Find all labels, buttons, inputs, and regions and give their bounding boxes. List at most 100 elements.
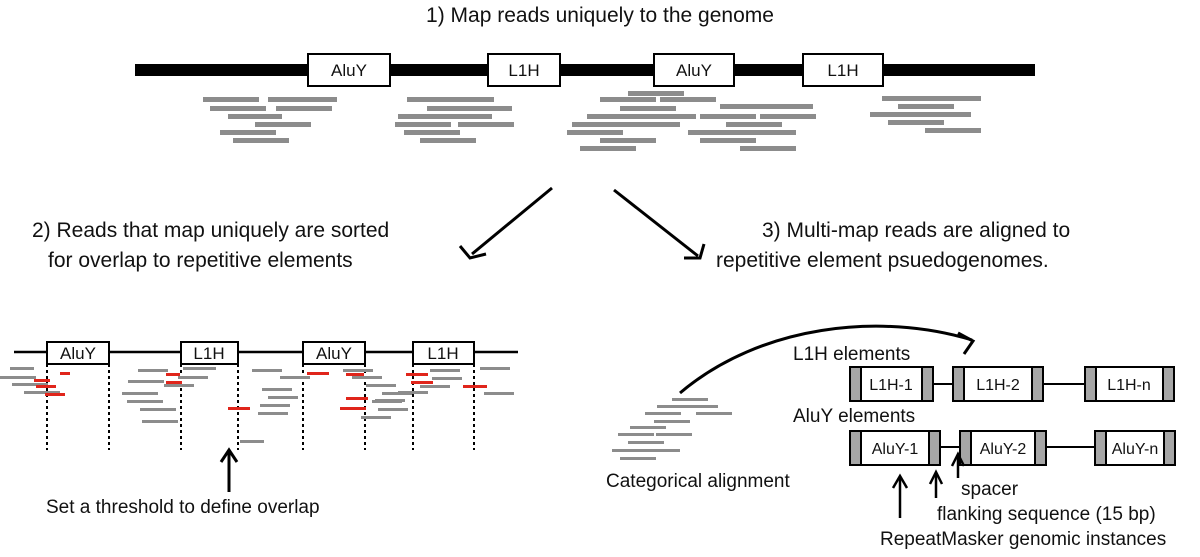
l1h-instance-n-label: L1H-n: [1107, 377, 1151, 394]
overlap-element-4: L1H: [412, 341, 475, 365]
step2-title-line2: for overlap to repetitive elements: [48, 249, 353, 272]
read-bar: [395, 122, 451, 127]
read-bar: [700, 114, 756, 119]
overlap-read-bar: [346, 373, 364, 376]
flanking-arrow-head: [928, 469, 944, 485]
multi-map-reads-group: [612, 398, 732, 460]
read-bar: [624, 122, 680, 127]
read-bar: [654, 420, 690, 423]
repeatmasker-arrow-head: [891, 473, 909, 489]
read-bar: [882, 96, 938, 101]
read-bar: [600, 138, 656, 143]
read-bar: [164, 384, 194, 387]
read-bar: [252, 369, 282, 372]
flanking-label: flanking sequence (15 bp): [937, 504, 1156, 525]
read-bar: [122, 392, 158, 395]
threshold-label: Set a threshold to define overlap: [46, 497, 320, 518]
read-bar: [740, 130, 796, 135]
read-bar: [682, 405, 718, 408]
read-bar: [420, 138, 476, 143]
read-bar: [618, 433, 654, 436]
genome-element-4-label: L1H: [827, 61, 858, 80]
arrow-to-step3: [613, 188, 699, 258]
read-bar: [128, 380, 164, 383]
genome-element-3-label: AluY: [676, 61, 712, 80]
arrow-to-step2: [471, 186, 553, 256]
read-bar: [203, 97, 259, 102]
read-bar: [888, 120, 944, 125]
read-bar: [258, 412, 288, 415]
read-bar: [660, 97, 716, 102]
read-bar: [572, 122, 628, 127]
read-bar: [420, 385, 450, 388]
genome-element-4: L1H: [802, 53, 884, 87]
read-bar: [276, 106, 332, 111]
read-bar: [255, 122, 311, 127]
read-bar: [427, 106, 483, 111]
read-bar: [600, 97, 656, 102]
read-bar: [688, 130, 744, 135]
genome-element-3: AluY: [653, 53, 735, 87]
read-bar: [138, 369, 168, 372]
read-bar: [398, 391, 428, 394]
spacer-label: spacer: [961, 479, 1019, 500]
read-bar: [352, 376, 382, 379]
read-bar: [644, 449, 680, 452]
read-bar: [870, 112, 926, 117]
read-bar: [127, 400, 163, 403]
aluy-header: AluY elements: [793, 406, 915, 427]
overlap-read-bar: [406, 373, 428, 376]
read-bar: [925, 128, 981, 133]
read-bar: [580, 146, 636, 151]
read-bar: [210, 106, 266, 111]
read-bar: [268, 396, 298, 399]
repeatmasker-label: RepeatMasker genomic instances: [880, 529, 1166, 550]
genome-line: [135, 64, 1035, 76]
read-bar: [672, 398, 708, 401]
read-bar: [620, 106, 676, 111]
l1h-instance-n: L1H-n: [1084, 366, 1175, 402]
read-bar: [178, 376, 208, 379]
genome-element-2: L1H: [487, 53, 561, 87]
step1-title: 1) Map reads uniquely to the genome: [426, 4, 774, 27]
read-bar: [142, 420, 178, 423]
overlap-read-bar: [60, 372, 70, 375]
read-bar: [0, 376, 36, 379]
read-bar: [630, 426, 666, 429]
overlap-read-bar: [36, 385, 56, 388]
l1h-instance-1: L1H-1: [849, 366, 934, 402]
read-bar: [567, 130, 623, 135]
read-bar: [366, 384, 396, 387]
aluy-instance-1-label: AluY-1: [872, 441, 919, 458]
genome-element-2-label: L1H: [508, 61, 539, 80]
l1h-instance-1-label: L1H-1: [869, 377, 913, 394]
overlap-read-bar: [340, 407, 366, 410]
read-bar: [760, 114, 816, 119]
genome-element-1: AluY: [307, 53, 391, 87]
read-bar: [432, 377, 462, 380]
read-bar: [696, 412, 732, 415]
overlap-element-2-label: L1H: [193, 344, 224, 363]
overlap-element-4-label: L1H: [427, 344, 458, 363]
read-bar: [398, 114, 454, 119]
read-bar: [382, 392, 412, 395]
aluy-instance-2-label: AluY-2: [980, 441, 1027, 458]
read-bar: [740, 146, 796, 151]
read-bar: [925, 96, 981, 101]
overlap-read-bar: [411, 381, 433, 384]
overlap-element-1-label: AluY: [60, 344, 96, 363]
read-bar: [612, 449, 648, 452]
read-bar: [240, 440, 264, 443]
read-bar: [620, 457, 656, 460]
overlap-read-bar: [307, 372, 329, 375]
read-bar: [233, 138, 289, 143]
aluy-instance-2: AluY-2: [959, 430, 1047, 466]
spacer-arrow-head: [950, 451, 966, 467]
overlap-reads-group: [0, 367, 514, 443]
l1h-instance-2-label: L1H-2: [976, 377, 1020, 394]
read-bar: [262, 388, 292, 391]
read-bar: [220, 130, 276, 135]
threshold-arrow-head: [219, 447, 239, 463]
read-bar: [438, 97, 494, 102]
